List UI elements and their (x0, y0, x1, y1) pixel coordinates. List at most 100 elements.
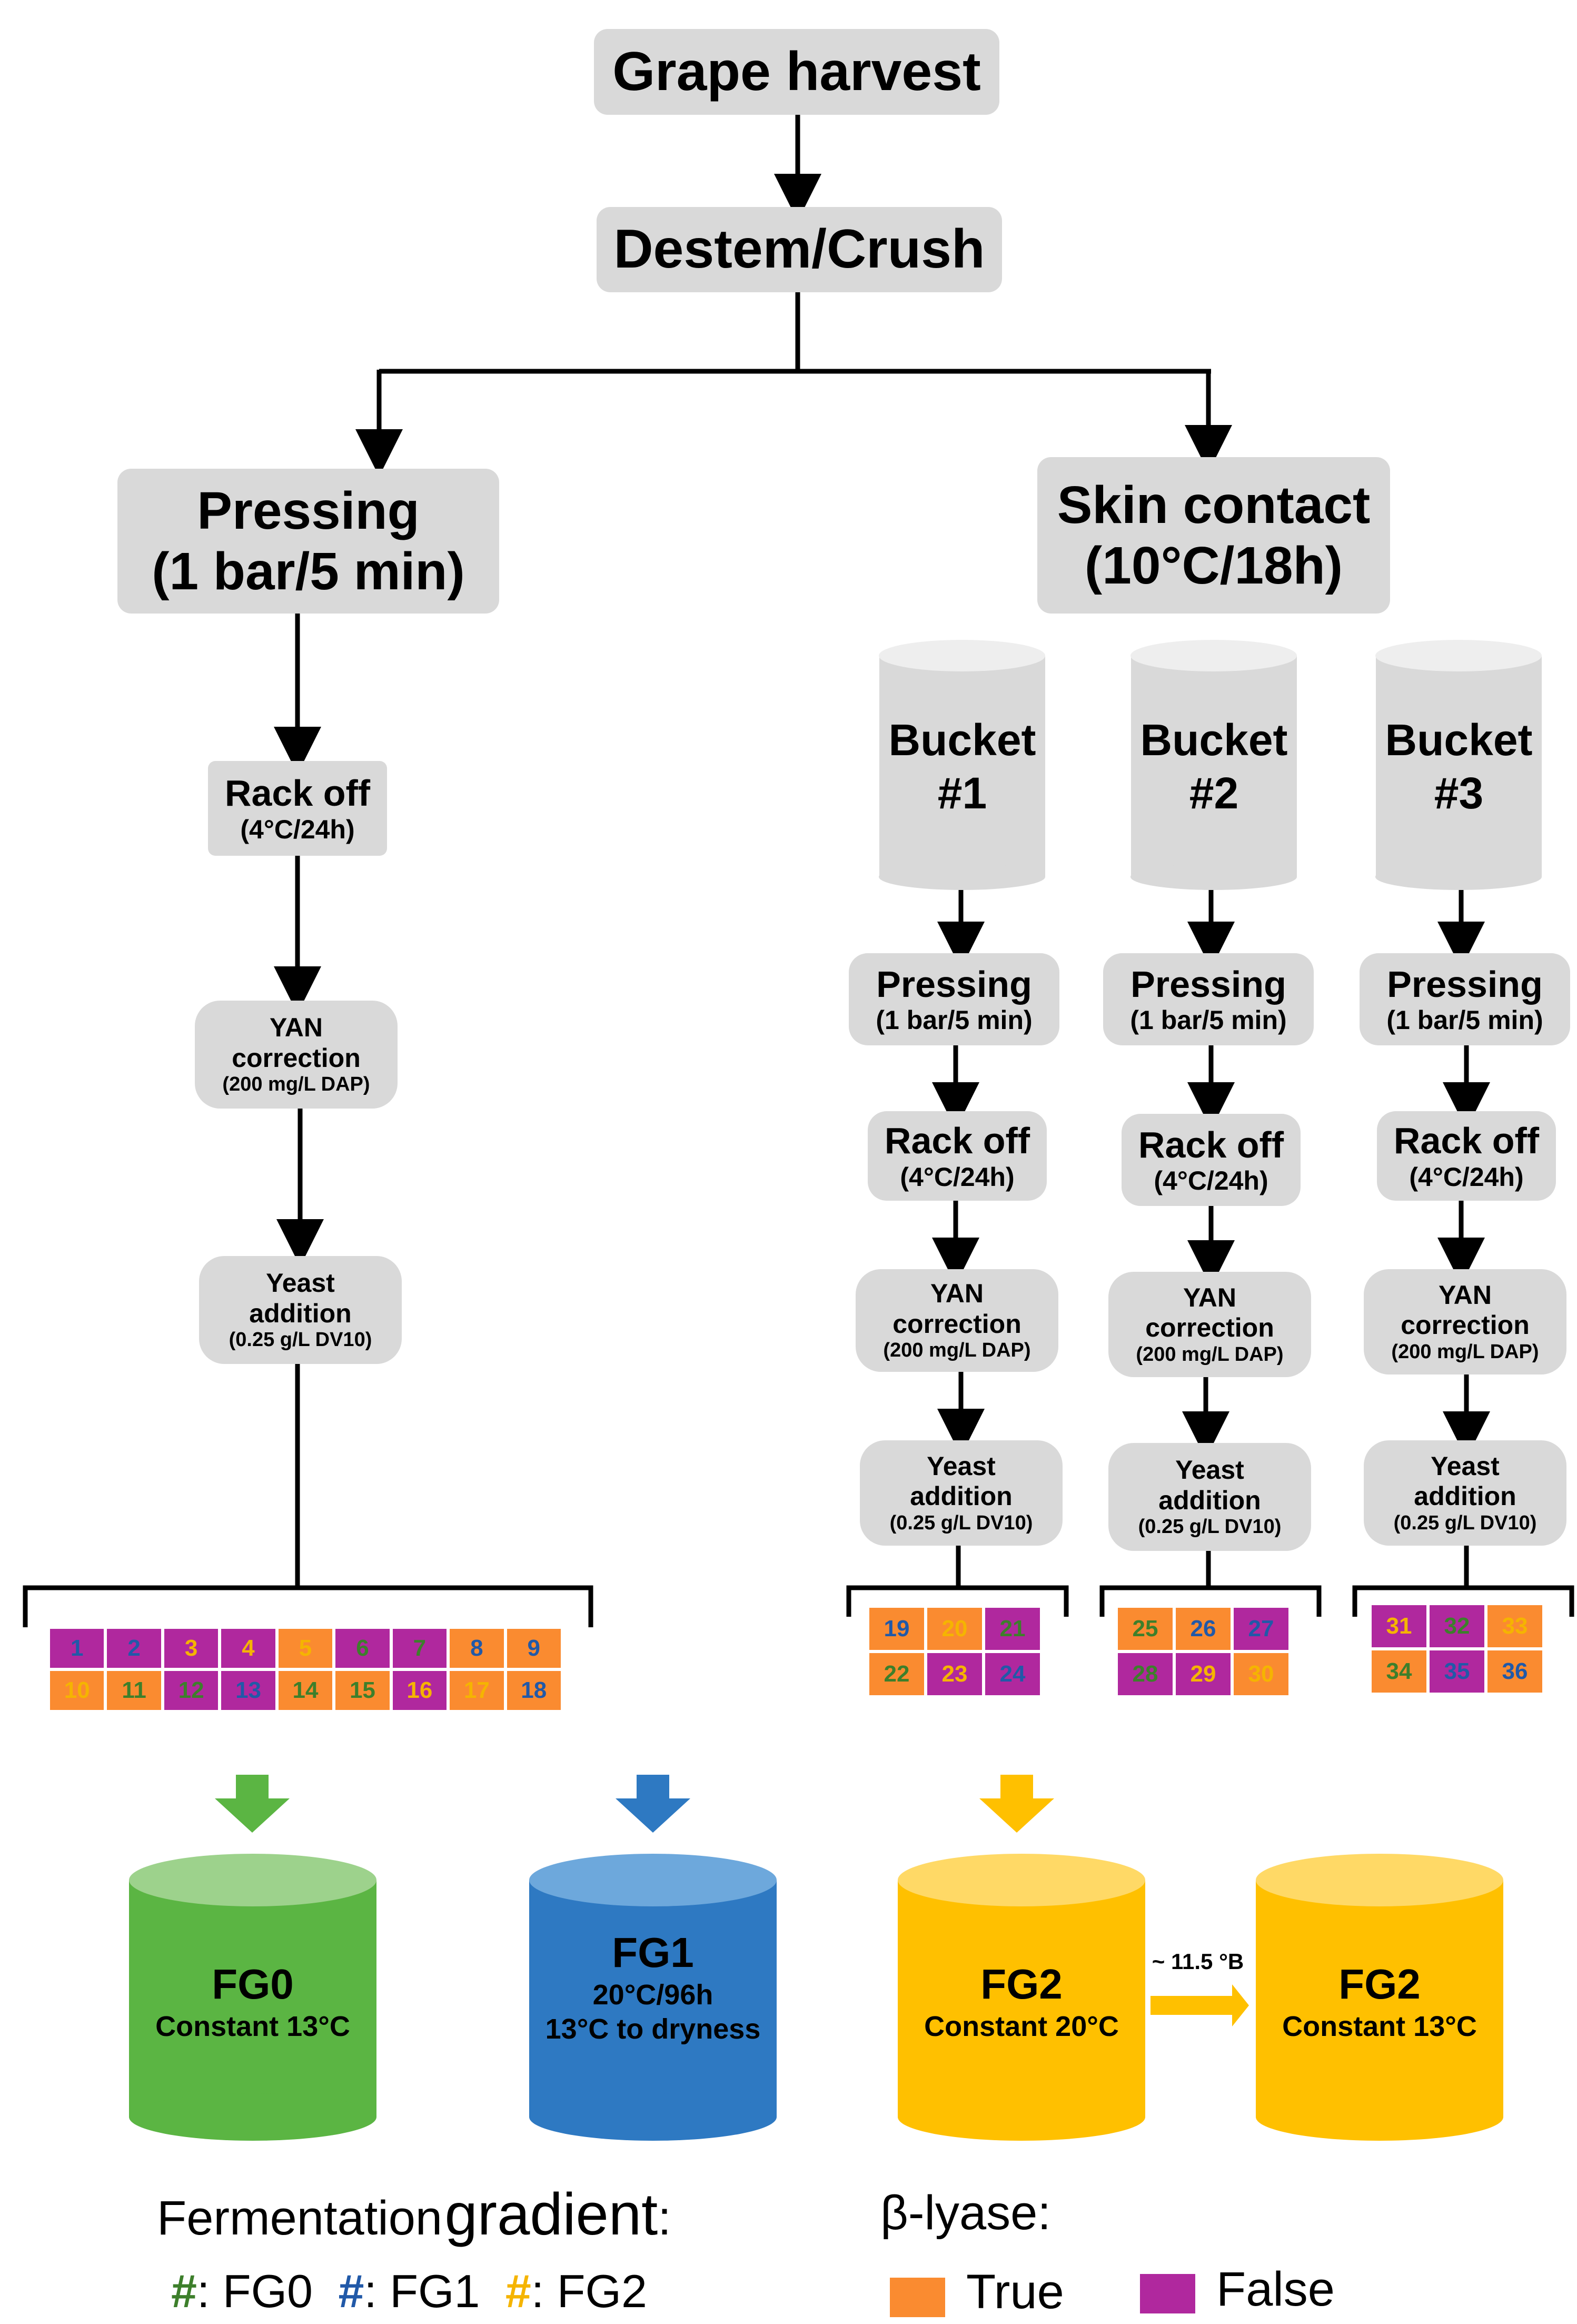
b3-yan-condition: (200 mg/L DAP) (1391, 1340, 1539, 1363)
bucket-cylinder-2 (1130, 640, 1297, 890)
sample-cell: 8 (448, 1627, 505, 1669)
b3-rack-off-title: Rack off (1393, 1120, 1540, 1161)
sample-cell: 12 (162, 1669, 220, 1712)
bucket-2-word: Bucket (1140, 715, 1288, 765)
left-yeast-line2: addition (249, 1298, 352, 1328)
sample-cell: 17 (448, 1669, 505, 1712)
b2-pressing-title: Pressing (1130, 963, 1286, 1005)
fg0-cylinder (129, 1854, 376, 2141)
gradient-colon: : (658, 2191, 671, 2245)
legend-false-swatch (1140, 2274, 1195, 2313)
fg0-legend: : FG0 (196, 2265, 313, 2317)
left-yeast-line1: Yeast (266, 1268, 335, 1298)
b2-yeast-box: Yeast addition (0.25 g/L DV10) (1108, 1443, 1311, 1551)
sample-cell: 20 (926, 1606, 984, 1651)
bucket-cylinder-1 (879, 640, 1045, 890)
b1-yan-line2: correction (892, 1309, 1021, 1339)
sample-cell: 11 (105, 1669, 163, 1712)
sample-cell: 19 (868, 1606, 926, 1651)
b2-yan-condition: (200 mg/L DAP) (1136, 1343, 1284, 1366)
sample-cell: 23 (926, 1651, 984, 1697)
sample-cell: 10 (48, 1669, 106, 1712)
b1-rack-off-condition: (4°C/24h) (900, 1162, 1015, 1192)
fg0-hash: # (171, 2265, 197, 2317)
left-yan-condition: (200 mg/L DAP) (222, 1073, 370, 1096)
skin-contact-box: Skin contact (10°C/18h) (1037, 457, 1390, 614)
b2-yan-line1: YAN (1183, 1282, 1236, 1312)
fg1-label: FG1 20°C/96h 13°C to dryness (529, 1927, 777, 2046)
bucket-2-number: #2 (1189, 768, 1239, 818)
destem-crush-label: Destem/Crush (613, 219, 985, 280)
gradient-legend-items: #: FG0 #: FG1 #: FG2 (171, 2264, 647, 2318)
left-yan-line2: correction (232, 1043, 361, 1073)
sample-cell: 26 (1174, 1606, 1232, 1651)
b2-pressing-condition: (1 bar/5 min) (1130, 1005, 1287, 1035)
b2-yan-line2: correction (1145, 1313, 1274, 1343)
sample-cell: 30 (1232, 1651, 1290, 1697)
sample-cell: 16 (391, 1669, 449, 1712)
lyase-false-label: False (1216, 2262, 1335, 2316)
b1-pressing-title: Pressing (876, 963, 1032, 1005)
bucket-1-number: #1 (937, 768, 987, 818)
grape-harvest-box: Grape harvest (594, 29, 999, 115)
bucket-cylinder-3 (1375, 640, 1542, 890)
sample-cell: 9 (505, 1627, 562, 1669)
left-yan-line1: YAN (270, 1013, 323, 1043)
fg0-condition: Constant 13°C (155, 2011, 350, 2042)
sample-cell: 31 (1370, 1604, 1428, 1649)
b3-yeast-condition: (0.25 g/L DV10) (1393, 1511, 1537, 1534)
fg1-condition-2: 13°C to dryness (545, 2013, 761, 2045)
sample-cell: 18 (505, 1669, 562, 1712)
sample-cell: 21 (984, 1606, 1042, 1651)
blue-down-arrow (616, 1775, 690, 1833)
b2-yan-box: YAN correction (200 mg/L DAP) (1108, 1272, 1311, 1377)
sample-cell: 34 (1370, 1649, 1428, 1694)
gradient-word-2: gradient (444, 2181, 658, 2247)
left-rack-off-condition: (4°C/24h) (240, 814, 355, 844)
sample-cell: 33 (1486, 1604, 1544, 1649)
b2-rack-off-condition: (4°C/24h) (1154, 1166, 1268, 1195)
b1-rack-off-box: Rack off (4°C/24h) (868, 1111, 1047, 1201)
b3-yan-box: YAN correction (200 mg/L DAP) (1364, 1269, 1566, 1374)
skin-contact-condition: (10°C/18h) (1084, 536, 1343, 595)
sample-cell: 27 (1232, 1606, 1290, 1651)
b3-rack-off-box: Rack off (4°C/24h) (1377, 1111, 1556, 1201)
b2-yeast-line1: Yeast (1175, 1455, 1244, 1485)
b2-pressing-box: Pressing (1 bar/5 min) (1103, 953, 1314, 1045)
yellow-down-arrow (979, 1775, 1054, 1833)
b1-yan-condition: (200 mg/L DAP) (883, 1339, 1031, 1362)
sample-cell: 32 (1428, 1604, 1486, 1649)
destem-crush-box: Destem/Crush (597, 207, 1002, 292)
legend-true-swatch (890, 2278, 945, 2317)
bucket-3-number: #3 (1434, 768, 1484, 818)
b2-rack-off-box: Rack off (4°C/24h) (1122, 1114, 1301, 1206)
fg2-20c-name: FG2 (980, 1961, 1063, 2007)
left-rack-off-box: Rack off (4°C/24h) (208, 761, 387, 856)
sample-cell: 35 (1428, 1649, 1486, 1694)
bucket-3-label: Bucket #3 (1376, 714, 1542, 820)
sample-cell: 22 (868, 1651, 926, 1697)
b2-rack-off-title: Rack off (1138, 1124, 1284, 1165)
b3-yeast-line2: addition (1414, 1481, 1516, 1511)
left-yeast-addition-box: Yeast addition (0.25 g/L DV10) (199, 1256, 402, 1364)
bucket-2-label: Bucket #2 (1131, 714, 1297, 820)
b2-yeast-condition: (0.25 g/L DV10) (1138, 1516, 1282, 1538)
lyase-true-label: True (966, 2265, 1064, 2319)
fg2-legend: : FG2 (531, 2265, 647, 2317)
b3-yeast-box: Yeast addition (0.25 g/L DV10) (1364, 1440, 1566, 1546)
pressing-title: Pressing (197, 481, 420, 540)
sample-cell: 1 (48, 1627, 106, 1669)
sample-cell: 14 (276, 1669, 334, 1712)
sample-cell: 24 (984, 1651, 1042, 1697)
left-yan-correction-box: YAN correction (200 mg/L DAP) (195, 1001, 398, 1109)
b3-yeast-line1: Yeast (1431, 1451, 1500, 1481)
b1-yeast-line1: Yeast (927, 1451, 996, 1481)
b3-yan-line1: YAN (1439, 1280, 1492, 1310)
pressing-condition: (1 bar/5 min) (152, 541, 465, 601)
green-down-arrow (215, 1775, 290, 1833)
b1-pressing-condition: (1 bar/5 min) (876, 1005, 1033, 1035)
